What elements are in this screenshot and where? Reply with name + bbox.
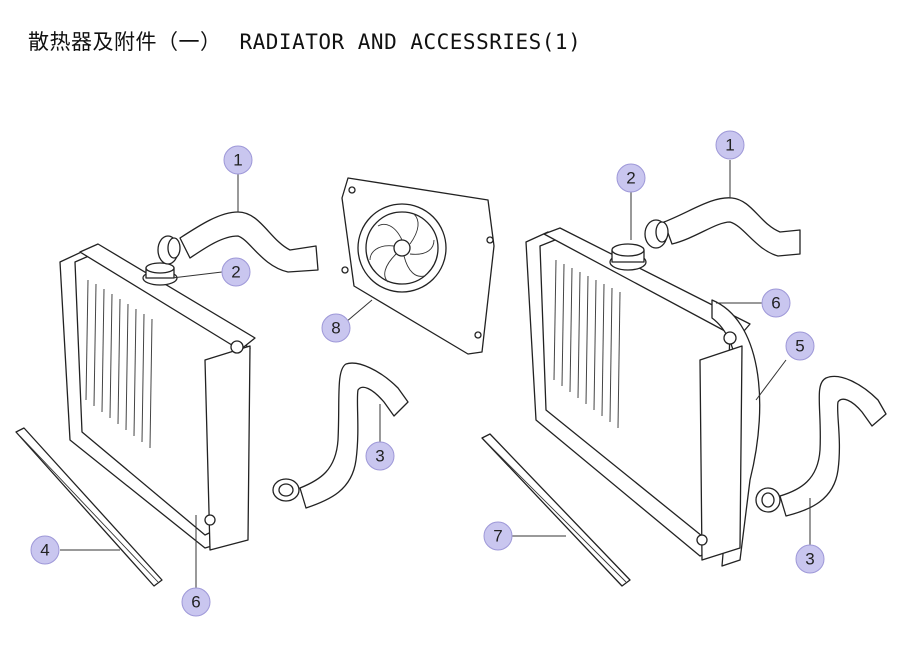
callout-number: 2: [626, 169, 635, 188]
title-english: RADIATOR AND ACCESSRIES(1): [239, 30, 582, 54]
callout-number: 3: [805, 550, 814, 569]
callout-right-1: 1: [715, 130, 745, 160]
fan-shroud: [341, 177, 495, 355]
left-seal-strip: [15, 427, 163, 587]
callout-right-2: 2: [616, 163, 646, 193]
right-lower-hose: [755, 375, 887, 517]
callout-number: 1: [233, 151, 242, 170]
callout-number: 2: [231, 263, 240, 282]
callout-left-6: 6: [181, 587, 211, 617]
left-upper-hose: [157, 211, 319, 273]
callout-number: 1: [725, 136, 734, 155]
callout-right-3: 3: [795, 544, 825, 574]
right-seal-strip: [481, 433, 631, 587]
left-radiator-fins: [85, 279, 153, 449]
right-radiator-fins: [553, 259, 621, 429]
right-radiator: [525, 227, 761, 567]
callout-number: 5: [795, 337, 804, 356]
page-title: 散热器及附件（一） RADIATOR AND ACCESSRIES(1): [28, 26, 581, 56]
callout-right-6: 6: [761, 288, 791, 318]
callout-number: 4: [40, 541, 49, 560]
callout-center-8: 8: [321, 313, 351, 343]
title-chinese: 散热器及附件（一）: [28, 30, 222, 54]
leader-lines: [60, 160, 811, 588]
callout-center-3: 3: [365, 441, 395, 471]
callout-left-1: 1: [223, 145, 253, 175]
callout-number: 6: [771, 294, 780, 313]
callout-number: 7: [493, 527, 502, 546]
callout-right-5: 5: [785, 331, 815, 361]
callout-number: 8: [331, 319, 340, 338]
callout-number: 3: [375, 447, 384, 466]
center-lower-hose: [272, 362, 409, 509]
right-upper-hose: [644, 197, 801, 257]
callout-right-7: 7: [483, 521, 513, 551]
callout-number: 6: [191, 593, 200, 612]
callout-left-4: 4: [30, 535, 60, 565]
callout-left-2: 2: [221, 257, 251, 287]
left-radiator: [59, 243, 256, 551]
